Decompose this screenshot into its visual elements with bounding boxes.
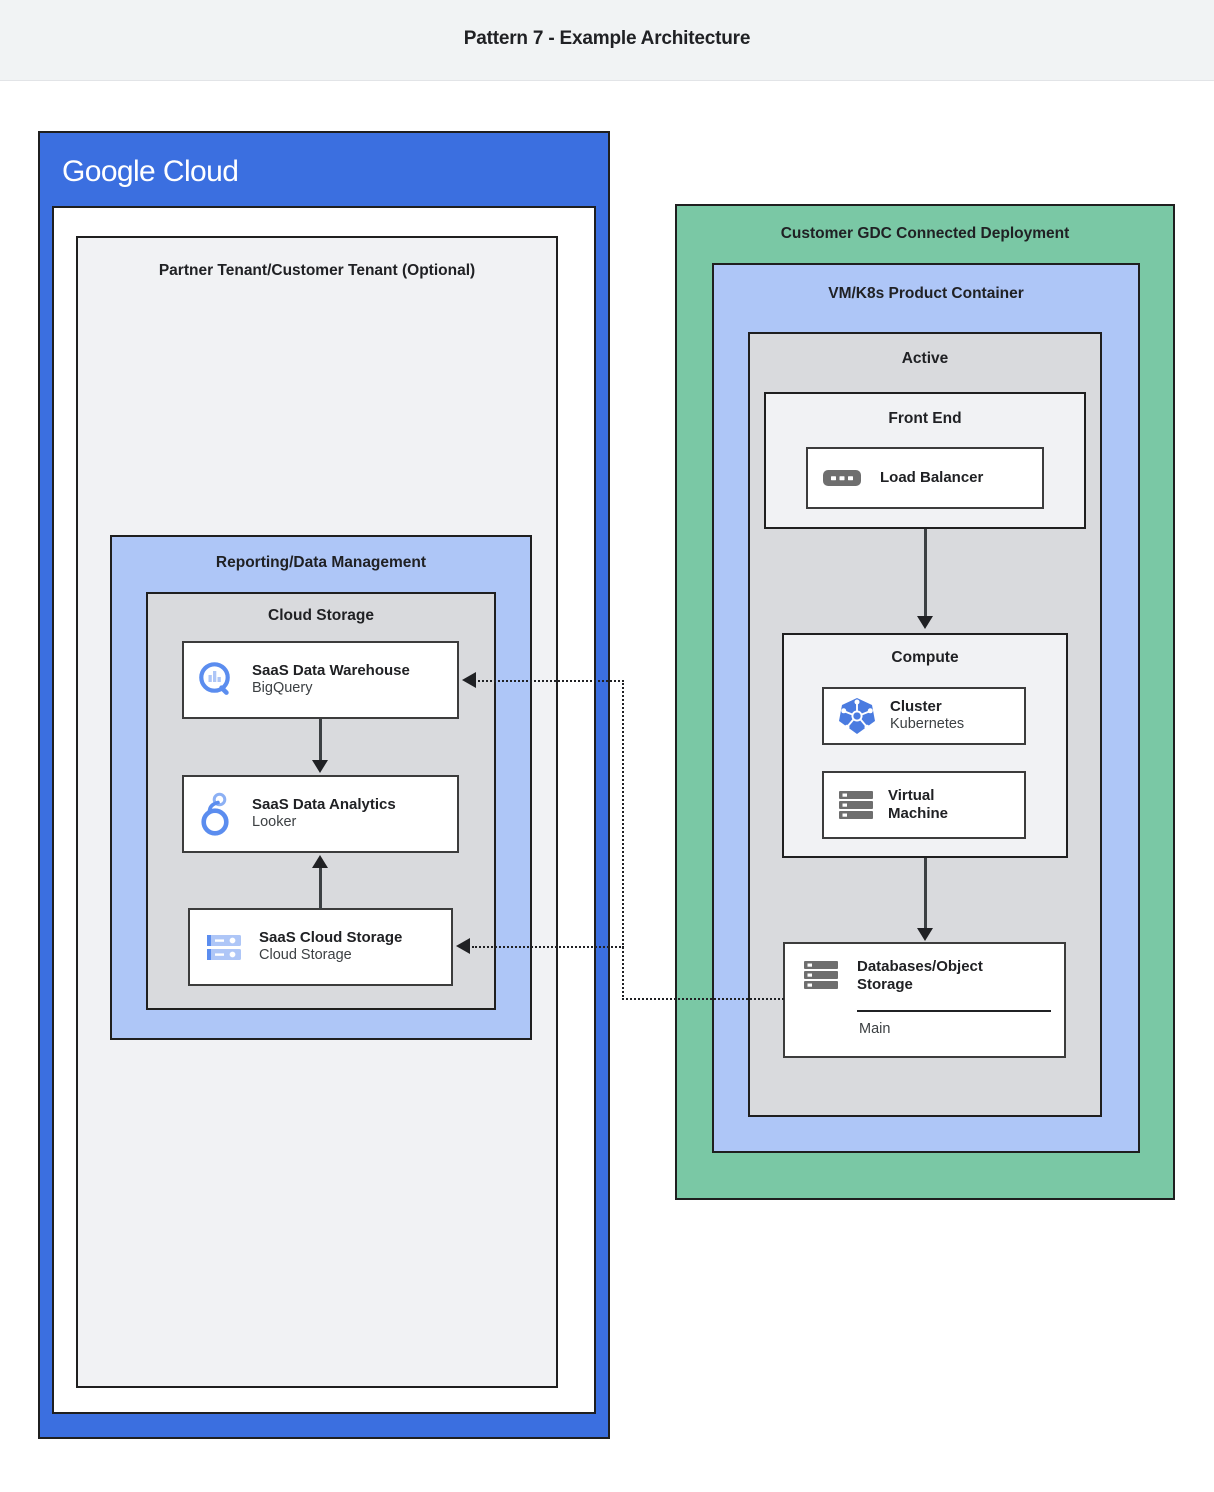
node-subtitle: BigQuery: [252, 680, 313, 697]
node-title: Load Balancer: [880, 468, 984, 486]
database-icon: [801, 958, 841, 996]
connector-bigquery-to-looker-line: [319, 719, 322, 762]
page-title: Pattern 7 - Example Architecture: [463, 28, 751, 49]
looker-icon: [196, 791, 238, 837]
connector-dotted-to-bigquery-arrow: [462, 672, 476, 688]
node-saas-cloud-storage-text: SaaS Cloud Storage Cloud Storage: [259, 929, 402, 965]
node-saas-data-analytics-text: SaaS Data Analytics Looker: [252, 796, 396, 832]
active-label: Active: [901, 350, 949, 367]
google-cloud-logo: Google Cloud: [62, 155, 239, 189]
load-balancer-icon: [822, 466, 862, 490]
node-saas-cloud-storage[interactable]: SaaS Cloud Storage Cloud Storage: [188, 908, 453, 986]
connector-dotted-from-database: [622, 998, 784, 1000]
cloud-storage-label: Cloud Storage: [268, 607, 374, 624]
connector-bigquery-to-looker-arrow: [312, 760, 328, 773]
connector-compute-to-db-line: [924, 858, 927, 930]
google-cloud-logo-bold: Google: [62, 155, 156, 188]
node-databases-footer: Main: [859, 1021, 891, 1037]
title-bar: Pattern 7 - Example Architecture: [0, 0, 1214, 81]
bigquery-icon: [196, 659, 238, 701]
node-subtitle: Kubernetes: [890, 716, 965, 733]
node-title: SaaS Data Warehouse: [252, 662, 410, 679]
connector-dotted-trunk: [622, 680, 624, 1000]
cloud-storage-icon: [203, 927, 245, 967]
partner-tenant-label: Partner Tenant/Customer Tenant (Optional…: [158, 262, 476, 279]
connector-storage-to-looker-arrow: [312, 855, 328, 868]
connector-lb-to-compute-arrow: [917, 616, 933, 629]
node-databases-object-storage[interactable]: Databases/Object Storage Main: [783, 942, 1066, 1058]
compute-label: Compute: [891, 649, 959, 666]
node-cluster-text: Cluster Kubernetes: [890, 698, 964, 734]
node-title: SaaS Cloud Storage: [259, 929, 403, 946]
virtual-machine-icon: [836, 786, 876, 824]
node-title-line2: Machine: [888, 805, 949, 822]
node-virtual-machine[interactable]: Virtual Machine: [822, 771, 1026, 839]
node-databases-header: Databases/Object Storage: [785, 944, 1064, 996]
connector-storage-to-looker-line: [319, 868, 322, 909]
node-title: SaaS Data Analytics: [252, 796, 396, 813]
node-saas-data-analytics[interactable]: SaaS Data Analytics Looker: [182, 775, 459, 853]
node-saas-data-warehouse-text: SaaS Data Warehouse BigQuery: [252, 662, 410, 698]
connector-dotted-to-saas-storage: [472, 946, 624, 948]
node-virtual-machine-text: Virtual Machine: [888, 787, 948, 824]
node-cluster[interactable]: Cluster Kubernetes: [822, 687, 1026, 745]
connector-dotted-to-saas-storage-arrow: [456, 938, 470, 954]
connector-compute-to-db-arrow: [917, 928, 933, 941]
google-cloud-logo-light: Cloud: [162, 155, 239, 188]
front-end-label: Front End: [888, 410, 962, 427]
vm-k8s-product-container-label: VM/K8s Product Container: [828, 285, 1024, 302]
node-title-line2: Storage: [857, 976, 913, 994]
node-title: Cluster: [890, 698, 942, 715]
gdc-deployment-label: Customer GDC Connected Deployment: [780, 225, 1070, 242]
node-title-line1: Virtual: [888, 786, 935, 804]
connector-dotted-to-bigquery: [478, 680, 624, 682]
node-load-balancer-text: Load Balancer: [880, 469, 983, 487]
node-load-balancer[interactable]: Load Balancer: [806, 447, 1044, 509]
reporting-data-management-label: Reporting/Data Management: [215, 554, 427, 571]
connector-lb-to-compute-line: [924, 529, 927, 618]
kubernetes-icon: [836, 695, 878, 737]
node-subtitle: Cloud Storage: [259, 947, 352, 964]
node-subtitle: Looker: [252, 814, 297, 831]
node-title-line1: Databases/Object: [857, 958, 983, 975]
node-saas-data-warehouse[interactable]: SaaS Data Warehouse BigQuery: [182, 641, 459, 719]
node-databases-text: Databases/Object Storage: [857, 958, 983, 995]
node-databases-divider: [857, 1010, 1051, 1012]
